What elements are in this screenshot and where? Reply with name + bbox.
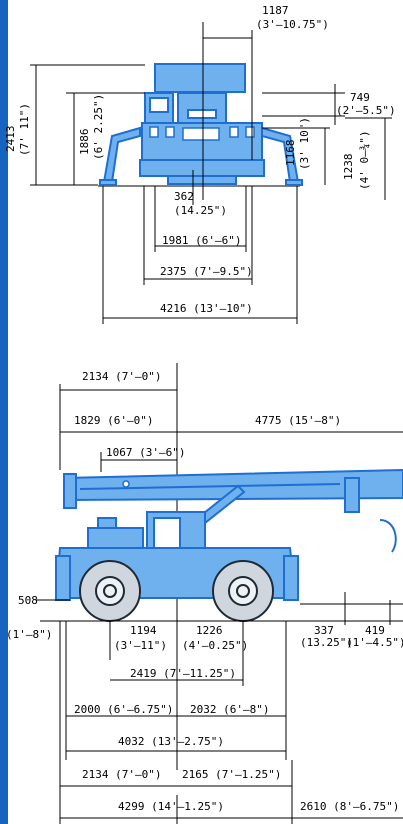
dim-2134-bottom: 2134 (7'–0") <box>82 768 161 781</box>
dim-2032: 2032 (6'–8") <box>190 703 269 716</box>
dim-749: 749 <box>350 91 370 104</box>
left-outrigger <box>102 126 141 183</box>
dim-1829: 1829 (6'–0") <box>74 414 153 427</box>
dim-419-imperial: (1'–4.5") <box>346 636 403 649</box>
dim-4032: 4032 (13'–2.75") <box>118 735 224 748</box>
right-outrigger-pad <box>285 179 303 186</box>
rear-outrigger <box>55 555 71 601</box>
dim-1187-imperial: (3'–10.75") <box>256 18 329 31</box>
dim-1194: 1194 <box>130 624 157 637</box>
front-hub-center <box>236 584 250 598</box>
rear-hub-center <box>103 584 117 598</box>
boom-butt <box>63 473 77 509</box>
hook-line <box>379 519 397 553</box>
body-vent-2 <box>165 126 175 138</box>
front-outrigger <box>283 555 299 601</box>
body-grille <box>182 127 220 141</box>
dim-1238: 1238 <box>342 154 355 181</box>
front-view: 1187 (3'–10.75") 2413 (7' 11") 1886 (6' … <box>4 4 396 324</box>
boom-head-block <box>154 63 246 93</box>
dim-362: 362 <box>174 190 194 203</box>
dim-1886: 1886 <box>78 129 91 156</box>
dim-362-imperial: (14.25") <box>174 204 227 217</box>
body-vent-1 <box>149 126 159 138</box>
dim-1886-imperial: (6' 2.25") <box>92 94 105 160</box>
dim-1226: 1226 <box>196 624 223 637</box>
mast-slot <box>187 109 217 119</box>
dim-1168: 1168 <box>284 140 297 167</box>
dim-1168-imperial: (3' 10") <box>298 117 311 170</box>
dim-1226-imperial: (4'–0.25") <box>182 639 248 652</box>
dim-419: 419 <box>365 624 385 637</box>
dim-4216: 4216 (13'–10") <box>160 302 253 315</box>
dim-1194-imperial: (3'–11") <box>114 639 167 652</box>
side-view: 2134 (7'–0") 1829 (6'–0") 4775 (15'–8") … <box>6 363 403 824</box>
dim-2413-imperial: (7' 11") <box>18 103 31 156</box>
dim-1981: 1981 (6'–6") <box>162 234 241 247</box>
dim-1238-imperial: (4' 0–¾") <box>358 130 371 190</box>
dim-4775: 4775 (15'–8") <box>255 414 341 427</box>
boom-tip <box>344 477 360 513</box>
boom-pin <box>122 480 130 488</box>
dim-749-imperial: (2'–5.5") <box>336 104 396 117</box>
cab-window <box>149 97 169 113</box>
dim-2610: 2610 (8'–6.75") <box>300 800 399 813</box>
left-edge-stripe <box>0 0 8 824</box>
engine-cap <box>97 517 117 529</box>
dim-4299: 4299 (14'–1.25") <box>118 800 224 813</box>
dim-2413: 2413 <box>4 126 17 153</box>
left-outrigger-pad <box>99 179 117 186</box>
front-bumper <box>139 159 265 177</box>
front-axle <box>167 175 237 185</box>
body-vent-4 <box>245 126 255 138</box>
dim-2165: 2165 (7'–1.25") <box>182 768 281 781</box>
dim-508: 508 <box>18 594 38 607</box>
dim-2419: 2419 (7'–11.25") <box>130 667 236 680</box>
side-cab-window <box>153 517 181 549</box>
dim-337-imperial: (13.25") <box>300 636 353 649</box>
dim-1187: 1187 <box>262 4 289 17</box>
dim-337: 337 <box>314 624 334 637</box>
dim-2375: 2375 (7'–9.5") <box>160 265 253 278</box>
body-vent-3 <box>229 126 239 138</box>
dim-508-imperial: (1'–8") <box>6 628 52 641</box>
engine-deck <box>87 527 144 551</box>
dim-2000: 2000 (6'–6.75") <box>74 703 173 716</box>
boom-section-line <box>79 483 341 490</box>
dim-1067: 1067 (3'–6") <box>106 446 185 459</box>
dim-2134-top: 2134 (7'–0") <box>82 370 161 383</box>
